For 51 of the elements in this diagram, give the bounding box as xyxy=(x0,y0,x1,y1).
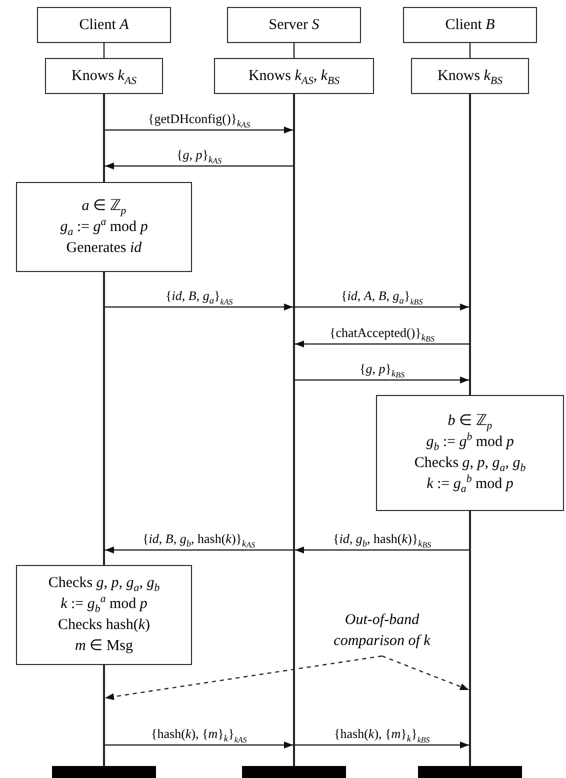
participant-box xyxy=(227,7,361,43)
lifeline-end-bar xyxy=(418,766,522,778)
lifeline-connector xyxy=(103,43,105,58)
state-label: Knows k$_{BS}$ xyxy=(438,66,502,86)
lifeline xyxy=(103,665,105,766)
action-line: Generates id xyxy=(66,238,142,258)
action-line: k := g$_{a}$$^{b}$ mod p xyxy=(426,474,514,495)
message-arrow xyxy=(295,304,469,310)
message-arrow xyxy=(295,340,469,348)
annotation-text: Out-of-band comparison of k xyxy=(332,611,432,651)
state-label: Knows k$_{AS}$, k$_{BS}$ xyxy=(248,66,340,86)
action-box xyxy=(16,182,192,272)
participant-label: Server S xyxy=(268,16,320,34)
action-box xyxy=(376,395,564,511)
participant-label: Client B xyxy=(445,16,495,34)
action-line: Checks hash(k) xyxy=(58,616,150,635)
message-arrow xyxy=(105,546,293,554)
message-arrow xyxy=(295,742,469,748)
lifeline-connector xyxy=(293,43,295,58)
dashed-arrow xyxy=(382,655,470,691)
lifeline xyxy=(469,94,471,395)
action-line: m ∈ Msg xyxy=(74,637,134,656)
action-line: k := g$_{b}$$^{a}$ mod p xyxy=(60,594,148,615)
lifeline xyxy=(293,94,295,766)
action-line: g$_{a}$ := g$^{a}$ mod p xyxy=(60,216,148,238)
lifeline xyxy=(103,94,105,182)
action-line: g$_{b}$ := g$^{b}$ mod p xyxy=(426,432,514,453)
message-arrow xyxy=(105,742,293,748)
dashed-arrow xyxy=(104,655,382,700)
message-arrow xyxy=(105,304,293,310)
lifeline xyxy=(469,511,471,766)
action-line: Checks g, p, g$_{a}$, g$_{b}$ xyxy=(414,454,526,474)
action-box xyxy=(16,565,192,665)
lifeline-end-bar xyxy=(52,766,156,778)
state-box xyxy=(214,58,374,94)
message-arrow xyxy=(105,162,293,170)
action-line: Checks g, p, g$_{a}$, g$_{b}$ xyxy=(48,574,160,594)
message-arrow xyxy=(105,126,293,134)
lifeline-end-bar xyxy=(242,766,346,778)
action-line: a ∈ ℤ$_{p}$ xyxy=(82,196,126,216)
participant-box xyxy=(37,7,171,43)
participant-box xyxy=(403,7,537,43)
state-box xyxy=(45,58,163,94)
state-label: Knows k$_{AS}$ xyxy=(72,66,136,86)
state-box xyxy=(411,58,529,94)
message-arrow xyxy=(295,546,469,554)
lifeline-connector xyxy=(469,43,471,58)
action-line: b ∈ ℤ$_{p}$ xyxy=(448,412,492,432)
message-arrow xyxy=(295,376,469,384)
lifeline xyxy=(103,272,105,565)
participant-label: Client A xyxy=(79,16,129,34)
